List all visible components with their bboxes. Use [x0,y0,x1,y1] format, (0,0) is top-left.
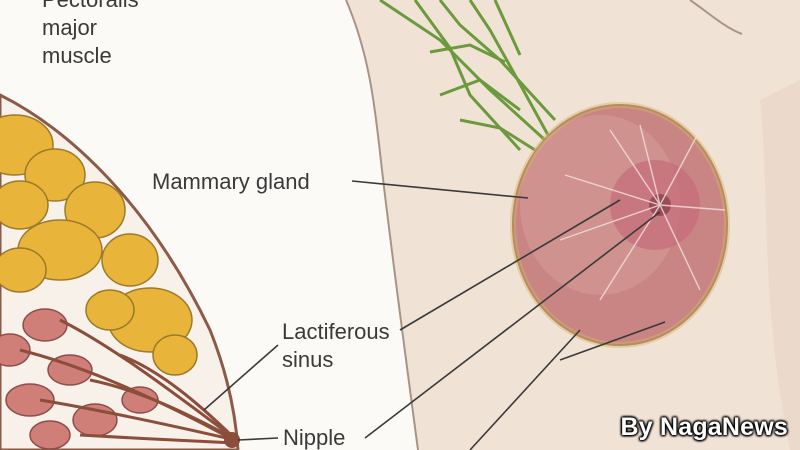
label-pectoralis-line-2: major [42,15,98,40]
fat-lobules [0,114,198,376]
label-pectoralis-line-1: Pectoralis [42,0,139,14]
armpit-crease [689,0,743,35]
torso-shading [760,80,800,450]
label-nipple: Nipple [283,425,346,450]
lactiferous-ducts [559,124,726,301]
glandular-lobules [0,308,159,450]
gland-highlight [520,115,680,295]
label-mammary-gland: Mammary gland [152,169,310,194]
label-pectoralis-line-3: muscle [42,43,112,68]
label-lactiferous-sinus: Lactiferous sinus [282,318,390,374]
gland-fat-rim [510,102,730,348]
label-lactiferous-line-1: Lactiferous [282,319,390,344]
section-nipple [224,432,240,448]
label-lactiferous-line-2: sinus [282,347,334,372]
label-pectoralis-major-muscle: Pectoralis major muscle [42,0,139,70]
milk-ducts [19,318,236,445]
lymph-vessels [379,0,557,152]
watermark-text: By NagaNews [620,413,788,441]
leader-lines [203,180,666,450]
torso-outline [345,0,419,450]
